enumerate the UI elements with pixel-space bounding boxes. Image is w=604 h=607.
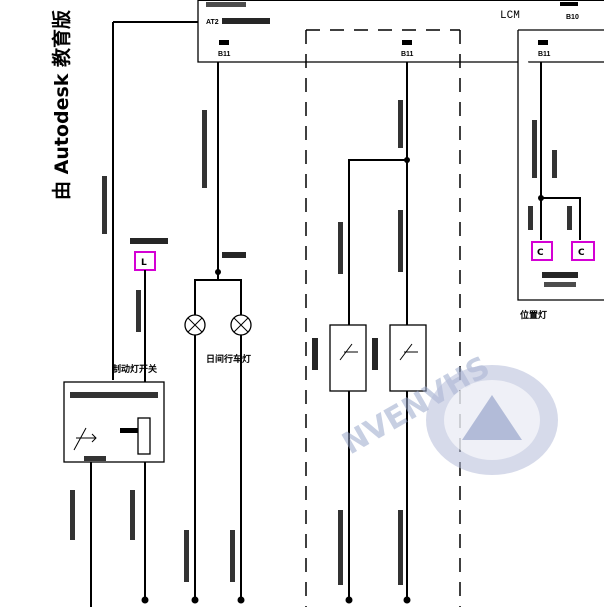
switch-resistor: [137, 417, 151, 455]
lcm-label: LCM: [500, 10, 520, 22]
relay-box-left: [329, 324, 367, 392]
b11-label-b: [402, 40, 412, 45]
relay-right-label: [372, 338, 378, 370]
b11-label-a: [219, 40, 229, 45]
switch-sub-label: [84, 456, 106, 461]
relay-left-symbol: [339, 343, 358, 361]
drl-lamp-label: 日间行车灯: [206, 353, 251, 365]
lcm-module-box: [517, 29, 604, 301]
switch-resistor-label: [120, 428, 138, 433]
wire-label-mid-bl: [338, 510, 343, 585]
wire-label-b11-l: [338, 222, 343, 274]
relay-box-right: [389, 324, 427, 392]
wire-label-b11: [398, 100, 403, 148]
lcm-top-label: [560, 2, 578, 6]
drl-lamp-left-x: [187, 317, 203, 333]
wire-label-drl-bl: [184, 530, 189, 582]
connector-right-2: [571, 241, 595, 261]
wire-label-drl-br: [230, 530, 235, 582]
wire-label-mid-br: [398, 510, 403, 585]
connector-left-text: L: [141, 258, 147, 268]
switch-label-strip: [70, 392, 158, 398]
at2-code: AT2: [206, 19, 219, 26]
wire-label-left2: [136, 290, 141, 332]
b10-code: B10: [566, 14, 579, 21]
brand-logo: [426, 365, 558, 475]
wire-label-b11-r: [398, 210, 403, 272]
relay-right-symbol: [399, 343, 418, 361]
ground-dot-2: [191, 596, 199, 604]
lcm-connector-label: [542, 272, 578, 278]
b11-code-b: B11: [401, 51, 414, 58]
b11-code-c: B11: [538, 51, 551, 58]
drl-junction-label: [222, 252, 246, 258]
wire-label-left: [102, 176, 107, 234]
wire-label-lcm4: [567, 206, 572, 230]
brake-switch-label: 制动灯开关: [112, 363, 157, 375]
b11-label-c: [538, 40, 548, 45]
at2-label-block: [222, 18, 270, 24]
connector-left-label: [130, 238, 168, 244]
wire-lcm-split: [540, 197, 581, 240]
ground-dot-1: [141, 596, 149, 604]
connector-right-1: [531, 241, 553, 261]
position-lamp-label: 位置灯: [520, 309, 547, 321]
wire-label-drl: [202, 110, 207, 188]
top-label-block: [206, 2, 246, 7]
connector-right-1-text: C: [537, 248, 544, 258]
wire-label-lcm: [532, 120, 537, 178]
bcm-module-box: [197, 0, 604, 63]
ground-dot-4: [345, 596, 353, 604]
connector-right-2-text: C: [578, 248, 585, 258]
ground-dot-3: [237, 596, 245, 604]
wire-label-lcm3: [528, 206, 533, 230]
wire-label-lcm2: [552, 150, 557, 178]
drl-lamp-right-x: [233, 317, 249, 333]
autodesk-watermark: 由 Autodesk 教育版: [50, 10, 73, 200]
switch-contact-symbol: [73, 427, 97, 451]
wire-label-bl2: [130, 490, 135, 540]
ground-dot-5: [403, 596, 411, 604]
b11-code-a: B11: [218, 51, 231, 58]
relay-left-label: [312, 338, 318, 370]
wire-label-bl1: [70, 490, 75, 540]
lcm-connector-label2: [544, 282, 576, 287]
